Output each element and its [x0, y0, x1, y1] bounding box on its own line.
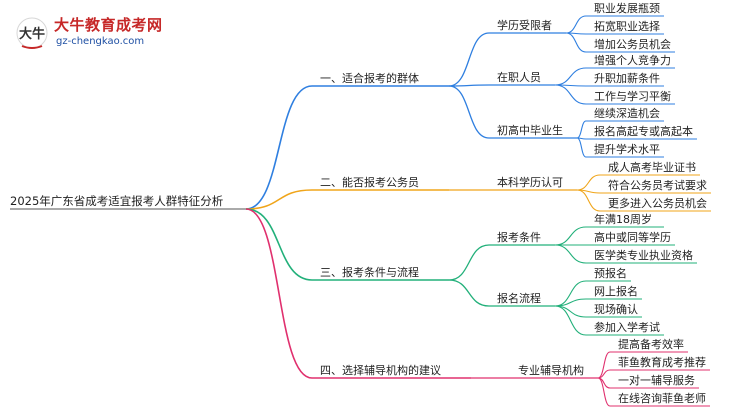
leaf-label: 年满18周岁: [594, 212, 652, 226]
subtopic-label: 学历受限者: [497, 18, 552, 32]
leaf-connector: [597, 377, 611, 407]
leaf-label: 现场确认: [594, 302, 638, 316]
leaf-connector: [565, 15, 587, 34]
branch-connector: [245, 189, 313, 210]
leaf-connector: [565, 32, 587, 53]
subtopic-label: 本科学历认可: [497, 175, 563, 189]
leaf-label: 网上报名: [594, 284, 638, 298]
leaf-connector: [554, 226, 587, 246]
subtopic-connector: [448, 84, 490, 87]
leaf-connector: [554, 305, 587, 336]
subtopic-connector: [448, 279, 490, 307]
leaf-label: 升职加薪条件: [594, 71, 660, 85]
subtopic-label: 报名流程: [497, 291, 541, 305]
subtopic-connector: [448, 32, 490, 87]
logo-mark-icon: 大牛: [16, 17, 48, 49]
leaf-connector: [554, 305, 587, 318]
subtopic-connector: [448, 85, 490, 139]
leaf-label: 拓宽职业选择: [594, 19, 660, 33]
leaf-label: 提升学术水平: [594, 142, 660, 156]
leaf-label: 符合公务员考试要求: [608, 178, 707, 192]
leaf-label: 一对一辅导服务: [618, 373, 695, 387]
branch-topic-2: 二、能否报考公务员: [320, 175, 419, 189]
leaf-label: 提高备考效率: [618, 337, 684, 351]
leaf-label: 在线咨询菲鱼老师: [618, 391, 706, 405]
branch-topic-3: 三、报考条件与流程: [320, 265, 419, 279]
leaf-label: 菲鱼教育成考推荐: [618, 355, 706, 369]
leaf-connector: [576, 120, 587, 139]
subtopic-label: 报考条件: [497, 230, 541, 244]
leaf-label: 增强个人竞争力: [594, 53, 671, 67]
leaf-label: 增加公务员机会: [594, 37, 671, 51]
logo-url: gz-chengkao.com: [56, 36, 145, 47]
leaf-connector: [576, 174, 601, 191]
branch-connector: [245, 208, 313, 281]
branch-topic-1: 一、适合报考的群体: [320, 71, 419, 85]
leaf-label: 预报名: [594, 266, 627, 280]
leaf-connector: [576, 137, 587, 158]
branch-connector: [245, 208, 313, 379]
logo-name: 大牛教育成考网: [54, 16, 163, 34]
branch-topic-4: 四、选择辅导机构的建议: [320, 363, 441, 377]
leaf-label: 成人高考毕业证书: [608, 160, 696, 174]
logo: 大牛教育成考网 gz-chengkao.com: [14, 14, 164, 54]
logo-mark-text: 大牛: [19, 26, 45, 42]
leaf-connector: [554, 67, 587, 86]
leaf-connector: [554, 84, 587, 105]
leaf-label: 高中或同等学历: [594, 230, 671, 244]
leaf-connector: [576, 189, 601, 212]
mindmap: 2025年广东省成考适宜报考人群特征分析 一、适合报考的群体 学历受限者 职业发展瓶颈…: [10, 1, 711, 407]
leaf-label: 更多进入公务员机会: [608, 196, 707, 210]
subtopic-label: 初高中毕业生: [497, 123, 563, 137]
leaf-label: 工作与学习平衡: [594, 89, 671, 103]
subtopic-label: 专业辅导机构: [518, 363, 584, 377]
branch-connector: [245, 85, 313, 210]
leaf-label: 职业发展瓶颈: [594, 1, 660, 15]
leaf-label: 报名高起专或高起本: [594, 124, 693, 138]
subtopic-label: 在职人员: [497, 71, 541, 84]
leaf-label: 继续深造机会: [594, 106, 660, 120]
root-topic: 2025年广东省成考适宜报考人群特征分析: [10, 194, 223, 208]
subtopic-connector: [448, 244, 490, 281]
leaf-label: 参加入学考试: [594, 320, 660, 334]
leaf-connector: [554, 244, 587, 264]
leaf-label: 医学类专业执业资格: [594, 248, 693, 262]
